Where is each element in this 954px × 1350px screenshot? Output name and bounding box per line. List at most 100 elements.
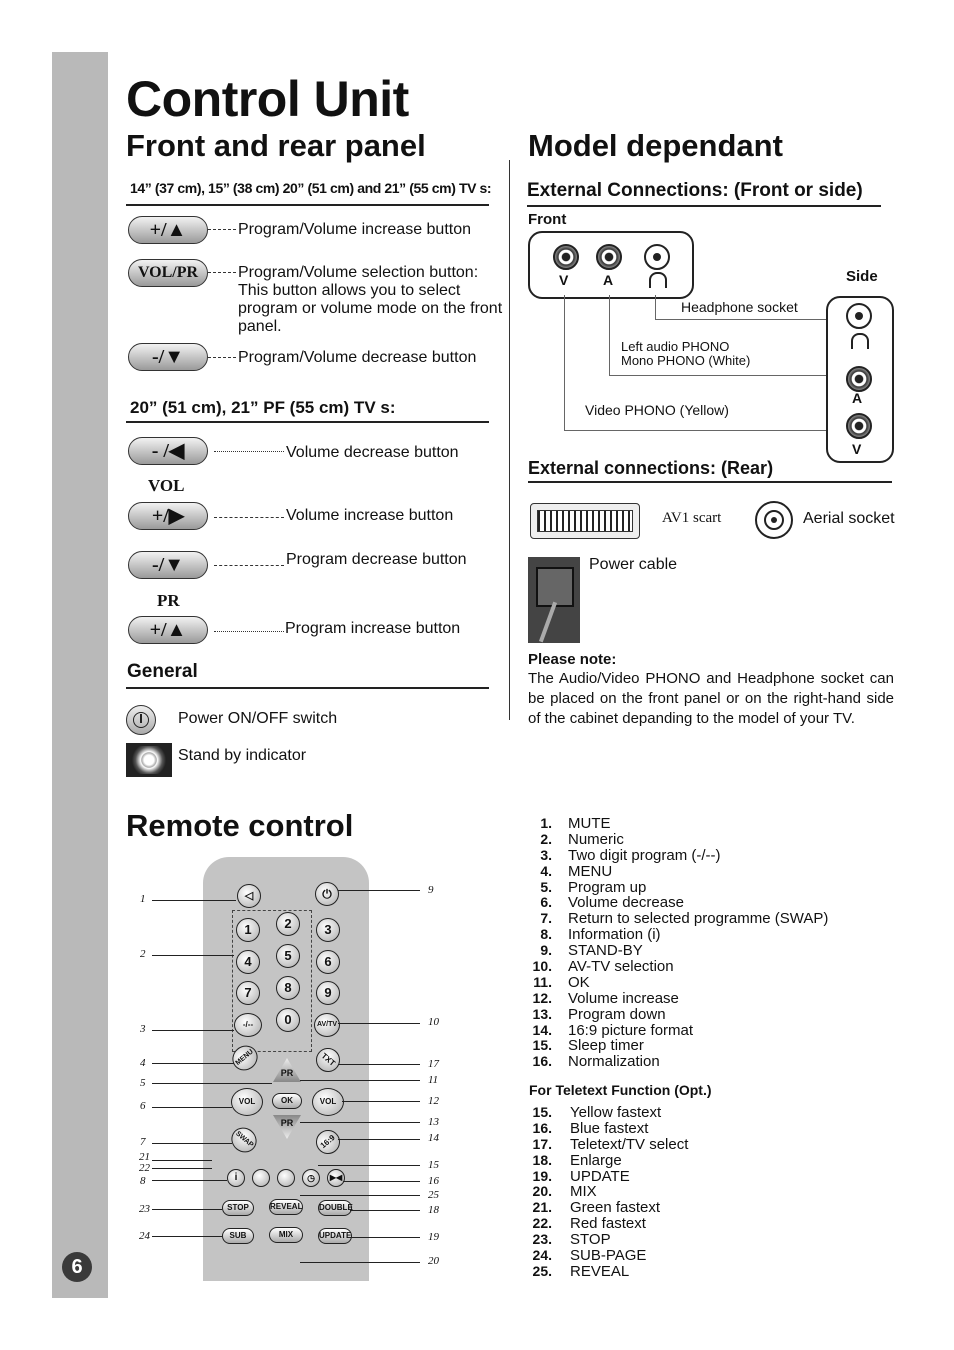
side-headphone-socket-icon	[846, 303, 872, 329]
list-item: 25.REVEAL	[528, 1262, 888, 1280]
callout-num: 7	[140, 1136, 146, 1148]
callout-num: 9	[428, 884, 434, 896]
divider	[527, 205, 881, 207]
key-6: 6	[316, 950, 340, 974]
callout-line	[152, 1083, 272, 1084]
list-item-text: 16:9 picture format	[568, 1021, 694, 1039]
list-item-text: Normalization	[568, 1053, 660, 1071]
callout-line	[152, 1209, 222, 1210]
list-item: 19.UPDATE	[528, 1168, 888, 1185]
vol-down-key: VOL	[231, 1088, 263, 1116]
standby-indicator-text: Stand by indicator	[178, 747, 307, 764]
callout-num: 2	[140, 948, 146, 960]
general-heading: General	[127, 661, 198, 682]
key-7: 7	[236, 981, 260, 1005]
list-item: 15.Sleep timer	[528, 1037, 888, 1054]
list-item: 3.Two digit program (-/--)	[528, 846, 888, 864]
callout-line	[342, 1101, 420, 1102]
key-3: 3	[316, 918, 340, 942]
standby-indicator-icon	[126, 743, 172, 777]
callout-line	[338, 890, 420, 891]
prog-vol-down-text: Program/Volume decrease button	[238, 349, 477, 366]
list-item: 18.Enlarge	[528, 1152, 888, 1169]
list-item-text: REVEAL	[570, 1262, 630, 1280]
power-cable-icon	[528, 557, 580, 643]
callout-line	[152, 1063, 234, 1064]
list-item-text: MUTE	[568, 815, 611, 832]
list-item-number: 8.	[540, 926, 552, 943]
prog-vol-down-button-icon: -/▼	[128, 343, 208, 371]
list-item-number: 15.	[532, 1104, 552, 1120]
connector-line	[564, 430, 826, 431]
callout-num: 5	[140, 1077, 146, 1089]
ext-rear-heading: External connections: (Rear)	[528, 458, 774, 478]
headphone-socket-label: Headphone socket	[681, 299, 798, 315]
list-item: 20. MIX	[528, 1183, 888, 1201]
list-item-number: 16.	[532, 1119, 552, 1136]
list-item-text: Teletext/TV select	[570, 1135, 689, 1153]
callout-line	[350, 1237, 420, 1238]
list-item-number: 2.	[540, 830, 552, 847]
callout-line	[300, 1262, 420, 1263]
list-item: 12. Volume increase	[528, 989, 888, 1007]
volume-up-text: Volume increase button	[286, 507, 454, 524]
list-item: 14.16:9 picture format	[528, 1021, 888, 1039]
callout-line	[152, 955, 234, 956]
leader-line	[214, 565, 284, 566]
callout-num: 10	[428, 1016, 439, 1028]
list-item-text: Green fastext	[570, 1199, 661, 1217]
list-item-text: OK	[568, 973, 590, 991]
leader-line	[214, 451, 284, 452]
list-item: 16.Normalization	[528, 1053, 888, 1071]
standby-key-icon: ⏻	[315, 882, 339, 906]
headphone-icon	[649, 272, 667, 288]
video-phono-label: Video PHONO (Yellow)	[585, 402, 729, 418]
divider	[528, 481, 892, 483]
list-item-text: Volume increase	[568, 989, 679, 1007]
connector-line	[655, 319, 826, 320]
stop-key: STOP	[222, 1200, 254, 1216]
callout-line	[338, 1023, 420, 1024]
volume-up-button-icon: +/▶	[128, 502, 208, 530]
key-1: 1	[236, 918, 260, 942]
callout-num: 8	[140, 1175, 146, 1187]
model-dependant-heading: Model dependant	[528, 128, 783, 163]
scart-label: AV1 scart	[662, 510, 722, 526]
pr-label: PR	[157, 591, 180, 610]
scart-socket-icon	[530, 503, 640, 539]
list-item: 4.MENU	[528, 862, 888, 880]
list-item-text: Red fastext	[570, 1215, 646, 1233]
callout-num: 16	[428, 1175, 439, 1187]
list-item-text: Yellow fastext	[570, 1104, 662, 1121]
callout-line	[152, 1168, 212, 1169]
callout-line	[338, 1064, 420, 1065]
key-0: 0	[276, 1008, 300, 1032]
key-9: 9	[316, 981, 340, 1005]
list-item: 23.STOP	[528, 1231, 888, 1248]
list-item-text: MENU	[568, 862, 613, 880]
connector-line	[655, 295, 656, 319]
power-cable-label: Power cable	[589, 556, 678, 573]
callout-num: 12	[428, 1095, 439, 1107]
green-fastext-key	[277, 1169, 295, 1187]
list-item-number: 20.	[532, 1183, 552, 1200]
key-4: 4	[236, 950, 260, 974]
list-item-number: 3.	[540, 846, 552, 863]
list-item-text: MIX	[570, 1183, 597, 1201]
program-down-button-icon: -/▼	[128, 551, 208, 579]
key-5: 5	[276, 944, 300, 968]
note-text: The Audio/Video PHONO and Headphone sock…	[528, 670, 894, 727]
ok-key: OK	[272, 1093, 302, 1109]
callout-line	[152, 1180, 227, 1181]
callout-line	[300, 1080, 420, 1081]
callout-num: 20	[428, 1255, 439, 1267]
callout-num: 18	[428, 1204, 439, 1216]
list-item: 6.Volume decrease	[528, 894, 888, 911]
list-item: 11.OK	[528, 973, 888, 991]
info-key: i	[227, 1169, 245, 1187]
list-item: 16.Blue fastext	[528, 1119, 888, 1137]
connector-line	[609, 295, 610, 375]
list-item-number: 12.	[532, 989, 552, 1006]
normalization-key-icon: ▶◀	[327, 1169, 345, 1187]
